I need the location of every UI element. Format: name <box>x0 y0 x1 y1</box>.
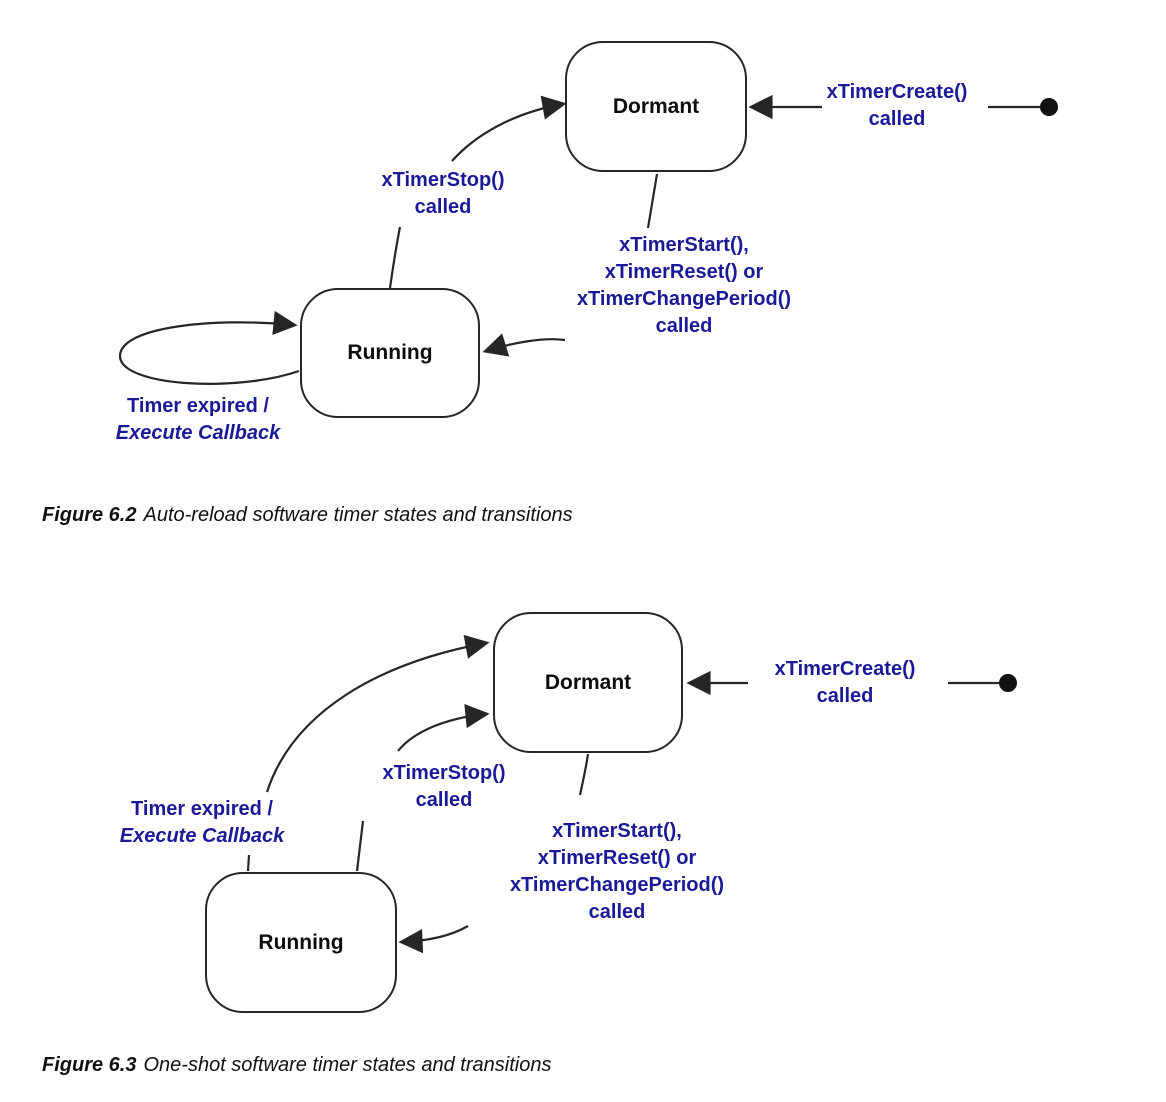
transition-label-line: xTimerCreate() <box>774 658 916 680</box>
state-label: Dormant <box>544 670 632 694</box>
transition-label-line: xTimerStart(), <box>619 234 749 256</box>
figure-caption: Figure 6.2 Auto-reload software timer sta… <box>42 504 573 527</box>
edge-start-tail <box>578 753 590 796</box>
transition-label-line: xTimerStop() <box>381 169 505 191</box>
transition-label-create: xTimerCreate() called <box>827 79 968 133</box>
edge-expired-self-loop <box>118 310 300 385</box>
edge-start-to-running <box>398 925 469 954</box>
figure-caption-text: One-shot software timer states and trans… <box>143 1054 552 1076</box>
transition-label-line: Timer expired / <box>131 798 273 820</box>
state-running: Running <box>205 872 397 1013</box>
transition-label-start: xTimerStart(), xTimerReset() or xTimerCh… <box>510 818 724 926</box>
transition-label-line: Execute Callback <box>119 825 285 847</box>
transition-label-line: xTimerStart(), <box>552 820 682 842</box>
transition-label-create: xTimerCreate() called <box>775 656 916 710</box>
transition-label-line: Timer expired / <box>127 395 269 417</box>
state-label: Running <box>347 341 433 364</box>
state-label: Running <box>258 930 344 954</box>
transition-label-line: xTimerReset() or <box>537 847 697 869</box>
edge-stop-to-dormant <box>451 95 567 162</box>
transition-label-start: xTimerStart(), xTimerReset() or xTimerCh… <box>577 232 791 340</box>
transition-label-line: called <box>816 685 874 707</box>
transition-label-stop: xTimerStop() called <box>383 760 506 814</box>
transition-label-expired: Timer expired / Execute Callback <box>120 796 285 850</box>
edge-start-to-running <box>482 333 566 357</box>
transition-label-line: called <box>655 315 713 337</box>
edge-stop-to-dormant <box>397 704 490 752</box>
figure-caption-number: Figure 6.3 <box>42 1054 137 1076</box>
transition-label-line: called <box>414 196 472 218</box>
initial-state-dot <box>1040 98 1058 116</box>
figure-caption: Figure 6.3 One-shot software timer states… <box>42 1054 551 1077</box>
transition-label-expired: Timer expired / Execute Callback <box>116 393 281 447</box>
edge-start-tail <box>646 173 659 229</box>
transition-label-stop: xTimerStop() called <box>382 167 505 221</box>
transition-label-line: xTimerChangePeriod() <box>509 874 725 896</box>
edge-expired-tail <box>246 854 251 872</box>
transition-label-line: called <box>868 108 926 130</box>
edge-stop-tail <box>355 820 365 872</box>
transition-label-line: xTimerStop() <box>382 762 506 784</box>
transition-label-line: xTimerCreate() <box>826 81 968 103</box>
transition-label-line: called <box>415 789 473 811</box>
figure-caption-text: Auto-reload software timer states and tr… <box>143 504 573 526</box>
figure-caption-number: Figure 6.2 <box>42 504 137 526</box>
transition-label-line: Execute Callback <box>115 422 281 444</box>
state-dormant: Dormant <box>493 612 683 753</box>
initial-state-dot <box>999 674 1017 692</box>
transition-label-line: called <box>588 901 646 923</box>
transition-label-line: xTimerChangePeriod() <box>576 288 792 310</box>
state-label: Dormant <box>612 94 700 118</box>
transition-label-line: xTimerReset() or <box>604 261 764 283</box>
state-dormant: Dormant <box>565 41 747 172</box>
edge-stop-tail <box>388 226 402 289</box>
state-running: Running <box>300 288 480 418</box>
